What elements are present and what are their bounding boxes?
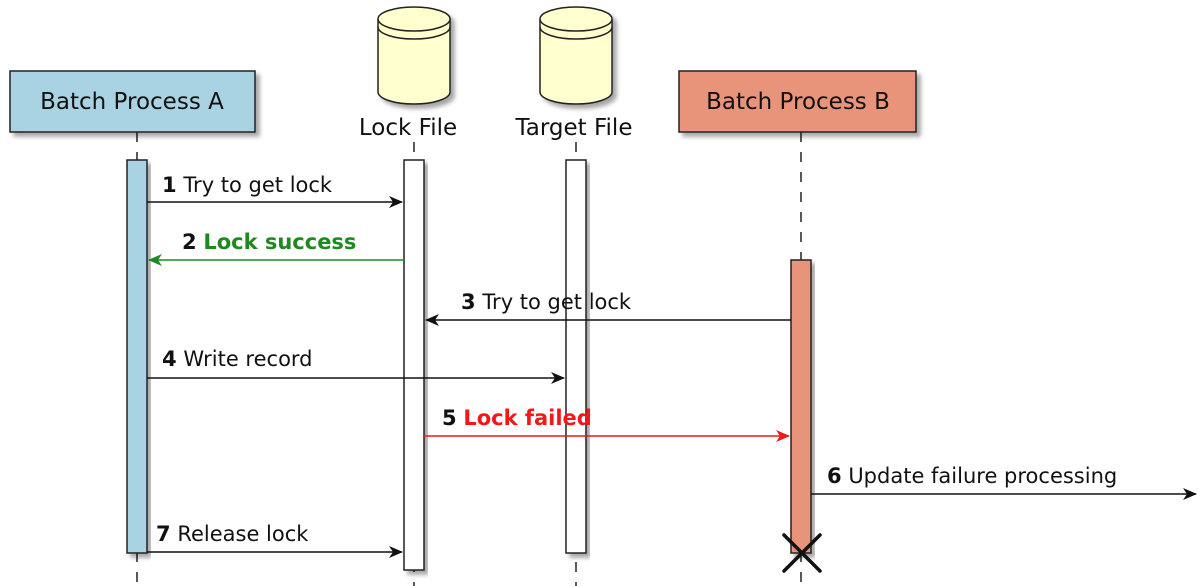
participant-a-label: Batch Process A bbox=[40, 89, 224, 115]
message-label: 1 Try to get lock bbox=[162, 173, 333, 197]
message-label: 2 Lock success bbox=[182, 230, 356, 254]
message-number: 3 bbox=[461, 290, 476, 314]
activation-bar-b bbox=[790, 259, 812, 554]
message-number: 1 bbox=[162, 173, 177, 197]
message-text: Write record bbox=[183, 347, 312, 371]
participant-b-box bbox=[678, 70, 917, 133]
message-number: 2 bbox=[182, 230, 197, 254]
message-number: 6 bbox=[827, 464, 842, 488]
participant-lock: Lock File bbox=[359, 6, 457, 141]
message-1: 1 Try to get lock bbox=[147, 173, 403, 208]
destroy-x-icon bbox=[782, 533, 822, 573]
message-text: Release lock bbox=[177, 522, 309, 546]
participant-lock-label: Lock File bbox=[359, 115, 457, 141]
participant-a: Batch Process A bbox=[9, 70, 256, 133]
message-text: Lock success bbox=[203, 230, 356, 254]
message-text: Try to get lock bbox=[182, 173, 333, 197]
message-label: 5 Lock failed bbox=[442, 406, 592, 430]
message-number: 5 bbox=[442, 406, 457, 430]
message-7: 7 Release lock bbox=[147, 522, 403, 558]
message-text: Try to get lock bbox=[481, 290, 632, 314]
activation-bar-target bbox=[565, 159, 587, 554]
message-label: 4 Write record bbox=[162, 347, 313, 371]
message-5: 5 Lock failed bbox=[424, 406, 790, 442]
message-label: 7 Release lock bbox=[156, 522, 309, 546]
activation-bar-a bbox=[126, 159, 148, 554]
message-number: 4 bbox=[162, 347, 177, 371]
message-6: 6 Update failure processing bbox=[811, 464, 1197, 500]
database-icon bbox=[377, 6, 451, 105]
participant-target: Target File bbox=[515, 6, 633, 141]
activation-bar-lock bbox=[403, 159, 425, 571]
message-4: 4 Write record bbox=[147, 347, 565, 384]
message-label: 3 Try to get lock bbox=[461, 290, 632, 314]
participant-b: Batch Process B bbox=[678, 70, 917, 133]
message-3: 3 Try to get lock bbox=[425, 290, 791, 326]
participant-target-label: Target File bbox=[515, 115, 633, 141]
participant-a-box bbox=[9, 70, 256, 133]
message-text: Update failure processing bbox=[848, 464, 1117, 488]
message-number: 7 bbox=[156, 522, 171, 546]
database-icon bbox=[539, 6, 613, 105]
message-text: Lock failed bbox=[463, 406, 592, 430]
participant-b-label: Batch Process B bbox=[706, 89, 890, 115]
message-2: 2 Lock success bbox=[148, 230, 404, 266]
message-label: 6 Update failure processing bbox=[827, 464, 1117, 488]
